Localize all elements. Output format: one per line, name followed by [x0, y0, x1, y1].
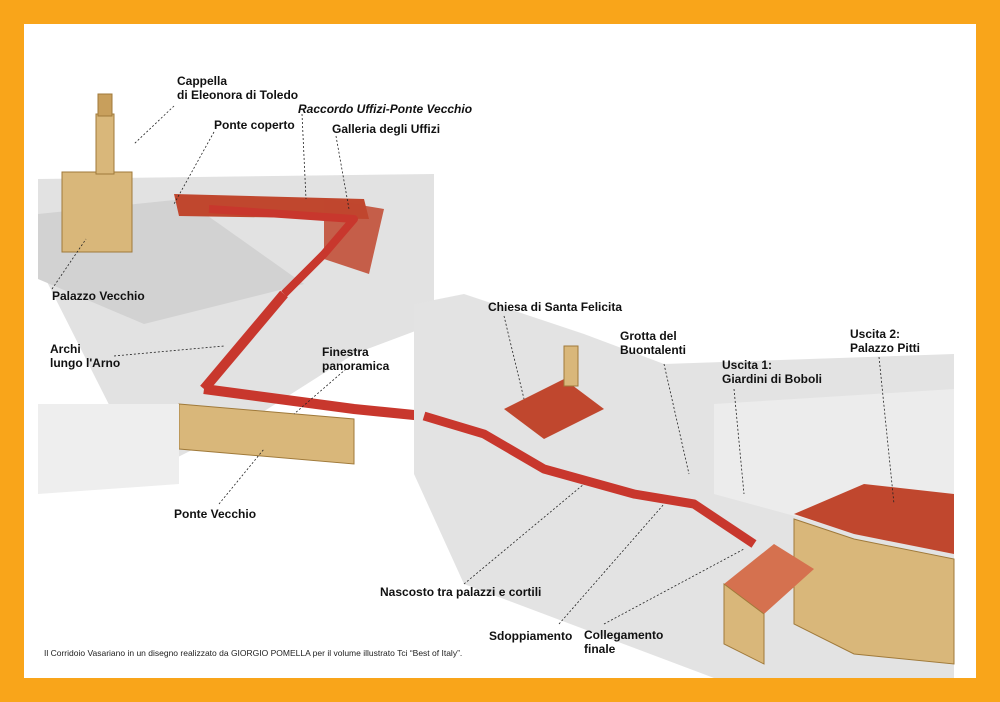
- image-caption: Il Corridoio Vasariano in un disegno rea…: [44, 648, 463, 658]
- leader-finestra: [293, 368, 347, 415]
- label-palazzo-vecchio: Palazzo Vecchio: [52, 289, 145, 303]
- label-galleria: Galleria degli Uffizi: [332, 122, 441, 136]
- palazzo-vecchio-tower: [95, 113, 115, 175]
- label-nascosto: Nascosto tra palazzi e cortili: [380, 585, 542, 599]
- palazzo-vecchio-building: [61, 171, 133, 253]
- label-cappella: Cappella di Eleonora di Toledo: [177, 74, 299, 102]
- leader-archi: [113, 345, 225, 357]
- label-uscita2: Uscita 2: Palazzo Pitti: [850, 327, 921, 355]
- arno-river: [38, 404, 179, 494]
- ponte-vecchio-bridge: [178, 403, 355, 465]
- leader-uscita1: [733, 388, 745, 495]
- label-raccordo: Raccordo Uffizi-Ponte Vecchio: [298, 102, 473, 116]
- leader-collegamento: [603, 548, 745, 625]
- label-ponte-coperto: Ponte coperto: [214, 118, 295, 132]
- santa-felicita-bell-tower: [563, 345, 579, 387]
- leader-sdoppiamento: [558, 503, 665, 625]
- label-santa-felicita: Chiesa di Santa Felicita: [488, 300, 623, 314]
- palazzo-pitti-facade: [793, 518, 955, 665]
- label-finestra: Finestra panoramica: [322, 345, 390, 373]
- label-grotta: Grotta del Buontalenti: [620, 329, 686, 357]
- vasari-corridor-illustration: [38, 93, 955, 678]
- label-collegamento: Collegamento finale: [584, 628, 664, 656]
- corridor-oltrarno: [422, 411, 757, 548]
- leader-ponte-coperto: [173, 131, 215, 205]
- corridor-arno: [200, 290, 288, 393]
- leader-lines: [51, 105, 895, 625]
- palazzo-pitti-roof: [794, 484, 954, 554]
- corridor-ponte-vecchio: [203, 384, 425, 421]
- label-sdoppiamento: Sdoppiamento: [489, 629, 573, 643]
- leader-cappella: [133, 105, 175, 145]
- label-ponte-vecchio: Ponte Vecchio: [174, 507, 257, 521]
- pitti-wing-roof: [724, 544, 814, 614]
- label-archi: Archi lungo l'Arno: [50, 342, 121, 370]
- leader-ponte-vecchio: [218, 448, 265, 505]
- tower-top: [97, 93, 113, 117]
- santa-felicita-roof: [504, 379, 604, 439]
- illustration-frame: Cappella di Eleonora di Toledo Raccordo …: [24, 24, 976, 678]
- corridor-uffizi: [208, 205, 358, 297]
- label-uscita1: Uscita 1: Giardini di Boboli: [722, 358, 822, 386]
- leader-grotta: [663, 363, 690, 475]
- pitti-wing: [723, 583, 765, 665]
- leader-uscita2: [878, 356, 895, 505]
- leader-galleria: [335, 135, 350, 210]
